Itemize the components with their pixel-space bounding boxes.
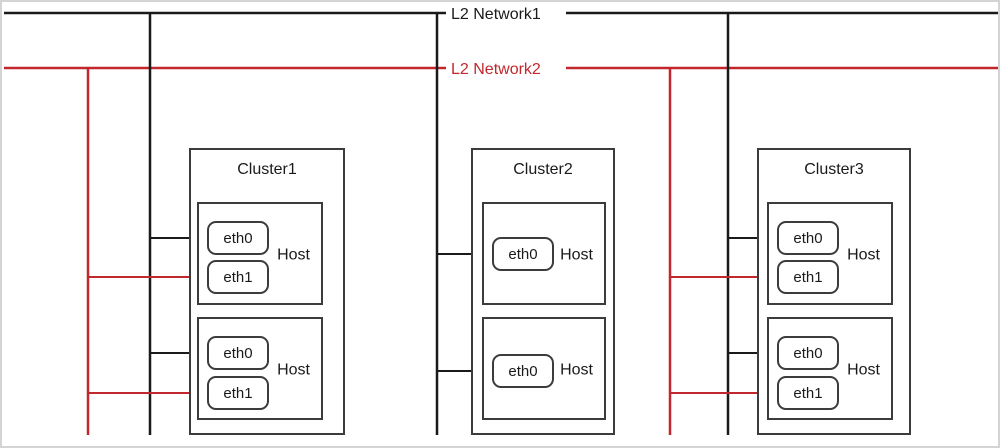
nic-label-cluster2-h2-eth0: eth0 — [508, 363, 537, 380]
nic-box-cluster1-h1-eth1[interactable] — [207, 260, 269, 294]
nic-label-cluster3-h2-eth0: eth0 — [793, 345, 822, 362]
nic-label-cluster3-h1-eth0: eth0 — [793, 230, 822, 247]
cluster-box-layer — [189, 148, 911, 435]
nic-label-cluster1-h2-eth0: eth0 — [223, 345, 252, 362]
host-label-cluster3-1: Host — [847, 247, 880, 264]
nic-box-cluster2-h1-eth0[interactable] — [492, 237, 554, 271]
nic-box-cluster1-h2-eth0[interactable] — [207, 336, 269, 370]
nic-box-cluster3-h1-eth1[interactable] — [777, 260, 839, 294]
l2-network-bus-layer — [4, 11, 998, 70]
host-label-cluster2-1: Host — [560, 247, 593, 264]
nic-label-cluster1-h1-eth0: eth0 — [223, 230, 252, 247]
nic-box-cluster3-h2-eth0[interactable] — [777, 336, 839, 370]
nic-label-cluster1-h2-eth1: eth1 — [223, 385, 252, 402]
host-label-cluster1-2: Host — [277, 362, 310, 379]
nic-label-cluster2-h1-eth0: eth0 — [508, 246, 537, 263]
nic-label-cluster3-h1-eth1: eth1 — [793, 269, 822, 286]
host-label-cluster3-2: Host — [847, 362, 880, 379]
nic-label-cluster3-h2-eth1: eth1 — [793, 385, 822, 402]
l2-network-label-2: L2 Network2 — [451, 61, 541, 78]
cluster-trunk-layer — [86, 13, 730, 435]
l2-network-label-1: L2 Network1 — [451, 6, 541, 23]
cluster-title-cluster2: Cluster2 — [513, 161, 573, 178]
host-label-cluster1-1: Host — [277, 247, 310, 264]
nic-box-cluster3-h1-eth0[interactable] — [777, 221, 839, 255]
nic-label-cluster1-h1-eth1: eth1 — [223, 269, 252, 286]
nic-box-cluster1-h2-eth1[interactable] — [207, 376, 269, 410]
nic-box-cluster2-h2-eth0[interactable] — [492, 354, 554, 388]
cluster-title-cluster1: Cluster1 — [237, 161, 297, 178]
host-label-cluster2-2: Host — [560, 362, 593, 379]
cluster-title-cluster3: Cluster3 — [804, 161, 864, 178]
nic-box-cluster1-h1-eth0[interactable] — [207, 221, 269, 255]
nic-box-cluster3-h2-eth1[interactable] — [777, 376, 839, 410]
